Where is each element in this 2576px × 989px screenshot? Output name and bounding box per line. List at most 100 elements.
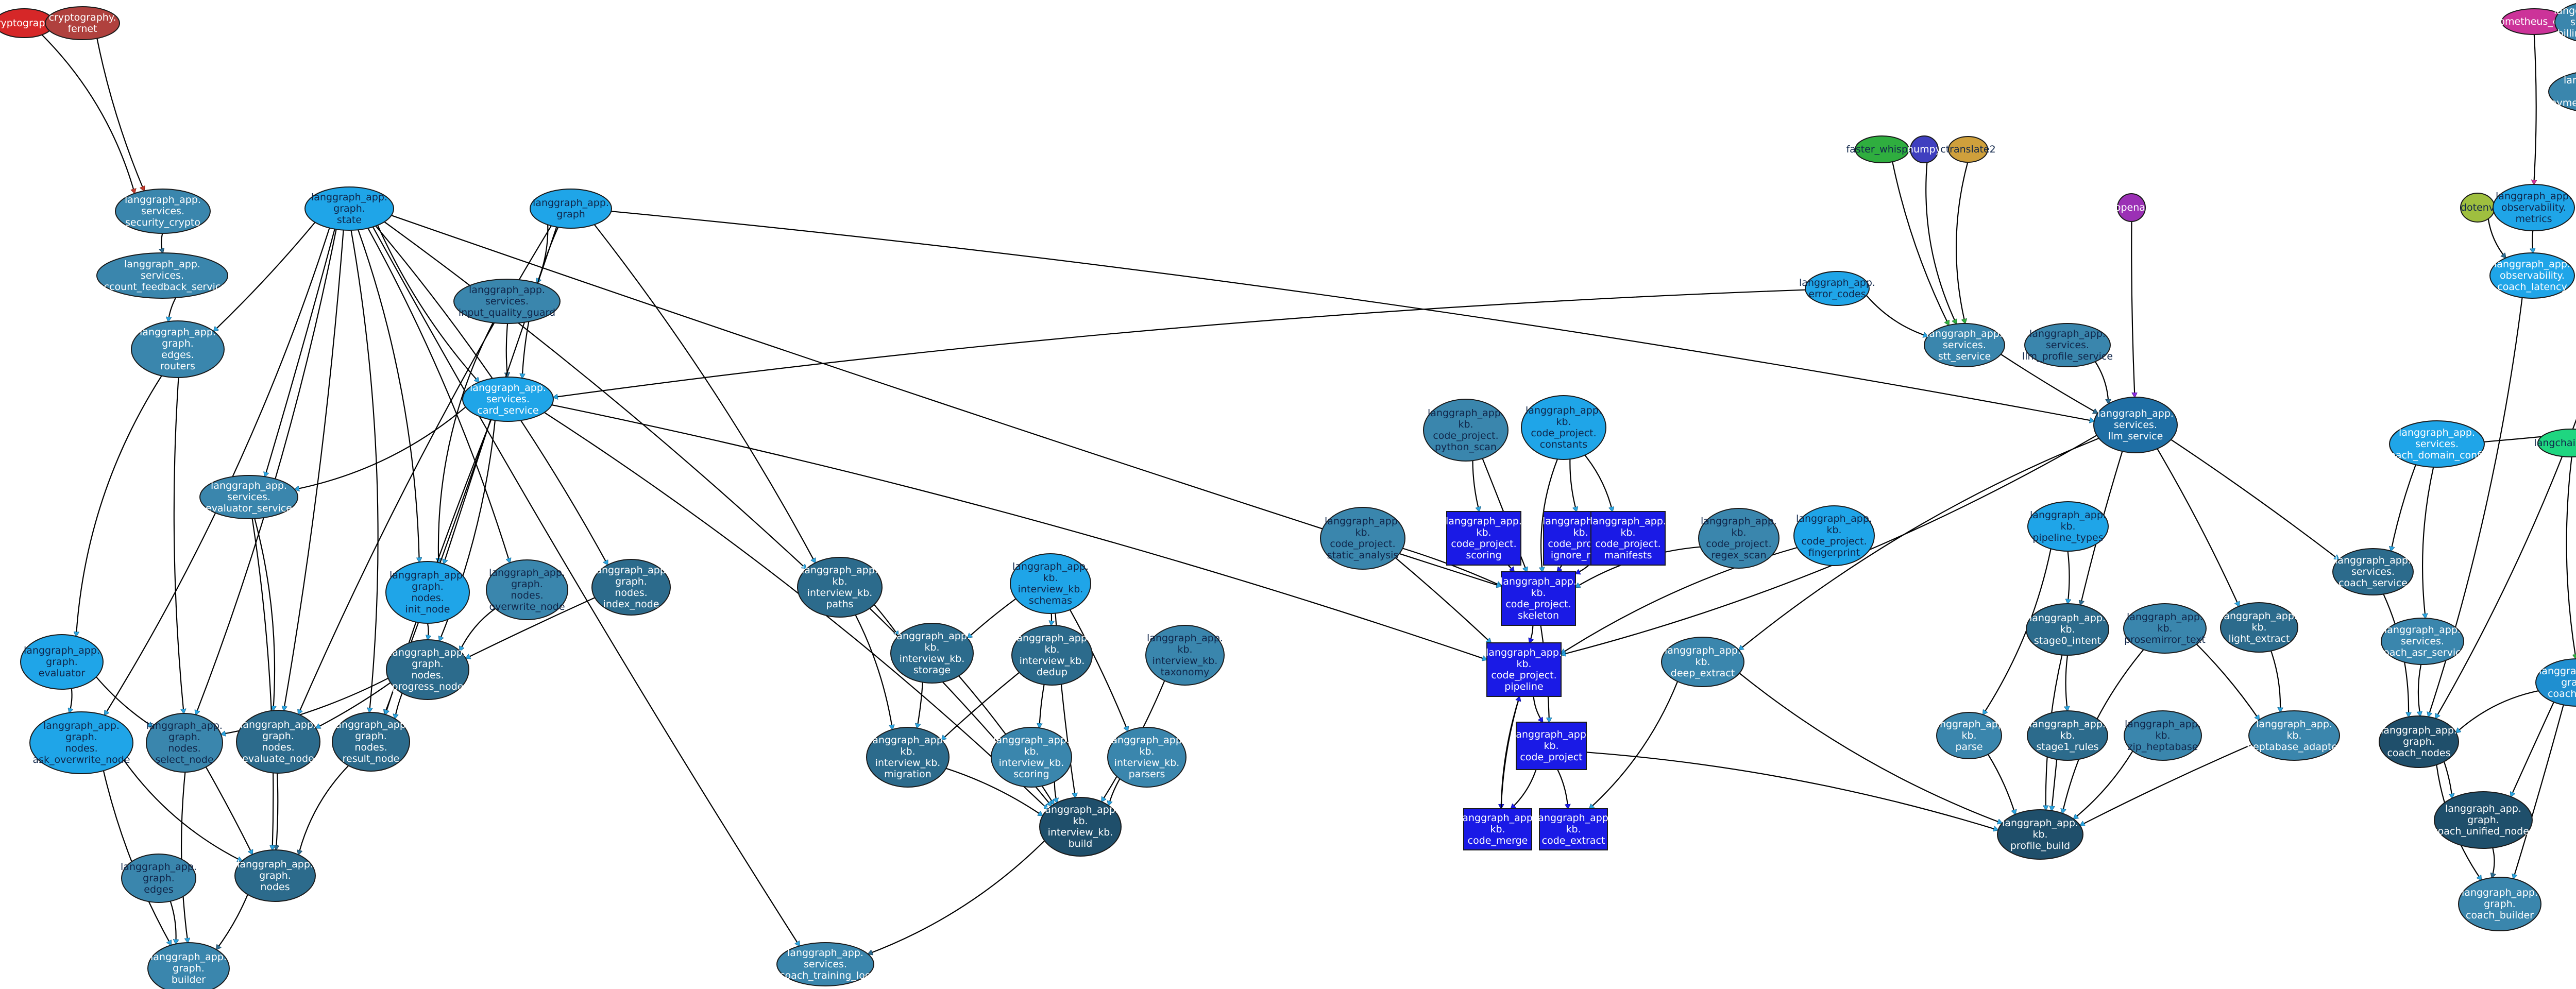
graph-node[interactable]: langgraph_app.graph.state — [304, 186, 394, 231]
node-label-line: graph. — [615, 576, 647, 587]
graph-node[interactable]: langgraph_app.kb.code_project.constants — [1521, 395, 1606, 460]
graph-node[interactable]: langgraph_app.observability.metrics — [2493, 184, 2575, 231]
graph-node[interactable]: langgraph_app.kb.code_project.fingerprin… — [1793, 505, 1875, 566]
graph-node[interactable]: langgraph_app.kb.interview_kb.build — [1039, 797, 1122, 857]
graph-node[interactable]: langgraph_app.kb.heptabase_adapter — [2247, 710, 2342, 761]
node-label-line: langgraph_app. — [2496, 191, 2572, 202]
graph-node[interactable]: langgraph_app.graph.nodes.overwrite_node — [486, 559, 568, 620]
graph-node[interactable]: cryptography.fernet — [45, 6, 120, 40]
graph-node[interactable]: langgraph_app.kb.pipeline_types — [2027, 501, 2109, 552]
graph-node[interactable]: langgraph_app.services.account_feedback_… — [96, 252, 228, 299]
graph-node[interactable]: langgraph_app.graph.coach_unified_nodes — [2432, 791, 2534, 849]
graph-node[interactable]: langgraph_app.graph — [530, 189, 612, 229]
node-label-line: profile_build — [2010, 840, 2070, 851]
node-label-line: services. — [141, 206, 184, 217]
graph-node[interactable]: langgraph_app.graph.nodes.init_node — [385, 561, 470, 624]
graph-node[interactable]: langgraph_app.kb.code_project — [1513, 722, 1589, 770]
graph-node[interactable]: langgraph_app.graph.builder — [147, 942, 230, 989]
graph-node[interactable]: langgraph_app.services.stt_service — [1924, 323, 2005, 367]
graph-node[interactable]: langgraph_app.graph.nodes.result_node — [332, 712, 410, 772]
graph-node[interactable]: langgraph_app.graph.coach_builder — [2458, 877, 2541, 931]
graph-node[interactable]: numpy — [1907, 135, 1941, 163]
graph-node[interactable]: langgraph_app.graph.nodes.index_node — [591, 559, 671, 616]
graph-edge — [1739, 437, 2099, 650]
graph-node[interactable]: langgraph_app.kb.code_project.manifests — [1590, 511, 1666, 566]
graph-node[interactable]: langgraph_app.kb.stage0_intent — [2026, 603, 2109, 656]
graph-edge — [2418, 664, 2421, 716]
graph-edge — [506, 323, 507, 377]
node-label-line: services. — [141, 270, 184, 281]
node-label-line: graph. — [511, 578, 543, 590]
graph-node[interactable]: langgraph_app.graph.nodes.progress_node — [386, 639, 469, 700]
graph-edge — [276, 773, 278, 850]
graph-node[interactable]: langgraph_app.services.billing_service — [2554, 2, 2576, 43]
node-label-line: billing_service — [2557, 28, 2576, 39]
graph-node[interactable]: langgraph_app.services.evaluator_service — [199, 475, 298, 519]
graph-node[interactable]: langgraph_app.kb.code_project.skeleton — [1500, 571, 1577, 626]
graph-node[interactable]: langgraph_app.kb.interview_kb.storage — [890, 623, 974, 684]
graph-node[interactable]: langgraph_app.graph.coach_nodes — [2379, 715, 2459, 768]
graph-node[interactable]: langgraph_app.kb.prosemirror_text — [2123, 603, 2207, 654]
graph-node[interactable]: langgraph_app.kb.interview_kb.parsers — [1107, 727, 1187, 788]
graph-node[interactable]: langgraph_app.kb.code_project.scoring — [1446, 511, 1522, 566]
graph-node[interactable]: langgraph_app.services.card_service — [462, 377, 554, 422]
graph-node[interactable]: langgraph_app.kb.interview_kb.scoring — [991, 727, 1072, 788]
graph-node[interactable]: langgraph_app.graph.edges.routers — [131, 320, 225, 378]
graph-node[interactable]: langgraph_app.kb.light_extract — [2220, 602, 2298, 653]
graph-node[interactable]: langgraph_app.kb.interview_kb.schemas — [1010, 553, 1091, 614]
graph-node[interactable]: langgraph_app.kb.parse — [1931, 712, 2007, 759]
graph-node[interactable]: langgraph_app.error_codes — [1799, 271, 1875, 306]
graph-node[interactable]: langgraph_app.graph.nodes.evaluate_node — [236, 710, 320, 774]
graph-node[interactable]: langgraph_app.kb.code_merge — [1460, 808, 1536, 850]
graph-node[interactable]: langgraph_app.graph.nodes — [234, 849, 316, 902]
graph-node[interactable]: langgraph_app.services.payment_order_ser… — [2545, 70, 2576, 113]
graph-node[interactable]: langgraph_app.kb.interview_kb.migration — [866, 727, 950, 788]
graph-node[interactable]: langgraph_app.graph.nodes.select_node — [146, 713, 223, 773]
graph-node[interactable]: langchain_core — [2534, 429, 2576, 457]
node-label-line: code_project. — [1801, 536, 1867, 547]
graph-node[interactable]: ctranslate2 — [1940, 136, 1996, 163]
graph-node[interactable]: langgraph_app.kb.code_project.python_sca… — [1423, 399, 1509, 462]
graph-node[interactable]: langgraph_app.services.llm_profile_servi… — [2022, 323, 2113, 367]
node-label-line: graph. — [46, 656, 78, 668]
graph-node[interactable]: langgraph_app.graph.coach_state — [2535, 658, 2576, 707]
graph-node[interactable]: langgraph_app.services.input_quality_gua… — [453, 279, 561, 324]
node-label-line: coach_training_log — [779, 970, 871, 981]
graph-node[interactable]: langgraph_app.kb.stage1_rules — [2027, 710, 2108, 761]
graph-node[interactable]: langgraph_app.graph.evaluator — [20, 634, 104, 690]
graph-node[interactable]: dotenv — [2460, 193, 2495, 223]
graph-node[interactable]: openai — [2115, 193, 2148, 222]
graph-node[interactable]: langgraph_app.services.security_crypto — [115, 189, 211, 234]
graph-node[interactable]: langgraph_app.kb.zip_heptabase — [2124, 710, 2202, 761]
graph-node[interactable]: langgraph_app.services.llm_service — [2093, 397, 2178, 453]
node-label-line: kb. — [1695, 656, 1710, 668]
graph-node[interactable]: langgraph_app.kb.code_project.pipeline — [1486, 642, 1562, 697]
graph-node[interactable]: langgraph_app.kb.interview_kb.paths — [797, 557, 883, 618]
graph-node[interactable]: langgraph_app.graph.nodes.ask_overwrite_… — [29, 711, 133, 774]
node-label-line: graph — [556, 209, 585, 220]
graph-node[interactable]: langgraph_app.kb.code_project.regex_scan — [1698, 508, 1780, 569]
graph-node[interactable]: langgraph_app.services.coach_asr_service — [2378, 618, 2467, 665]
graph-node[interactable]: langgraph_app.kb.interview_kb.taxonomy — [1145, 625, 1225, 686]
graph-node[interactable]: langgraph_app.kb.profile_build — [1997, 809, 2083, 860]
graph-node[interactable]: langgraph_app.services.coach_training_lo… — [776, 942, 874, 986]
node-label-line: kb. — [1044, 644, 1059, 655]
graph-edge — [205, 766, 252, 855]
node-label-line: paths — [826, 599, 853, 610]
graph-edge — [551, 404, 1487, 660]
graph-node[interactable]: langgraph_app.kb.deep_extract — [1661, 637, 1744, 687]
graph-node[interactable]: langgraph_app.services.coach_domain_conf… — [2384, 420, 2490, 468]
graph-node[interactable]: faster_whisper — [1846, 135, 1918, 163]
graph-node[interactable]: langgraph_app.observability.coach_latenc… — [2489, 252, 2575, 299]
graph-node[interactable]: langgraph_app.kb.interview_kb.dedup — [1011, 625, 1093, 686]
node-label-line: kb. — [1476, 527, 1491, 538]
graph-node[interactable]: langgraph_app.kb.code_extract — [1535, 808, 1612, 850]
graph-node[interactable]: langgraph_app.services.coach_service — [2332, 548, 2414, 595]
node-label-line: stage0_intent — [2034, 635, 2101, 646]
graph-edge — [1472, 461, 1480, 511]
node-label-line: langgraph_app. — [2097, 408, 2174, 419]
graph-node[interactable]: langgraph_app.graph.edges — [121, 854, 197, 903]
node-label-line: graph. — [262, 730, 294, 742]
graph-node[interactable]: langgraph_app.kb.code_project.static_ana… — [1320, 507, 1405, 570]
graph-node[interactable]: prometheus_client — [2489, 8, 2576, 35]
